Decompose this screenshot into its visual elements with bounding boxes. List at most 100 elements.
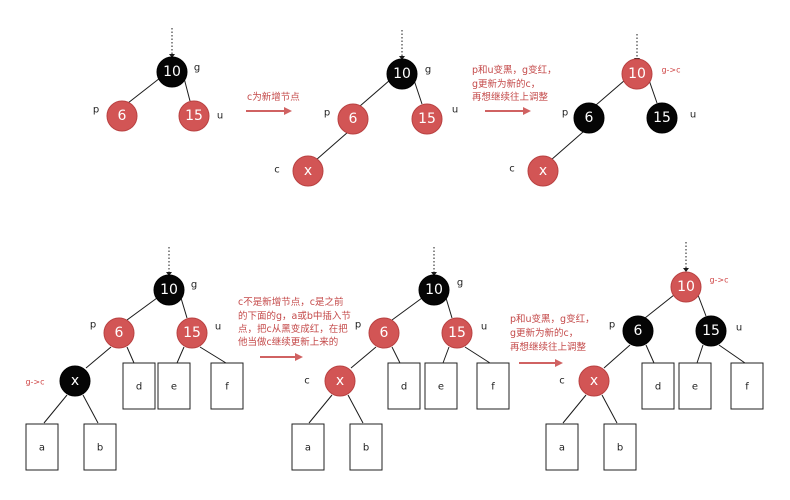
node-u-value: 15 xyxy=(653,110,671,126)
top-note1: c为新增节点 xyxy=(247,91,300,103)
bottom-step1-tree: 10 6 15 x a b d e f g p u g->c xyxy=(25,247,244,471)
subtree-e xyxy=(424,362,458,410)
edge-p-d xyxy=(645,344,655,364)
node-x-value: x xyxy=(336,373,344,389)
label-g-to-c: g->c xyxy=(25,378,44,387)
subtree-e-label: e xyxy=(438,382,444,393)
node-c xyxy=(292,155,324,187)
node-g-value: 10 xyxy=(425,282,443,298)
top-note2-line3: 再想继续往上调整 xyxy=(472,91,549,103)
node-c-value: x xyxy=(304,163,312,179)
subtree-a-label: a xyxy=(559,443,565,454)
dotted-arrowhead xyxy=(431,272,437,276)
edge-u-f xyxy=(199,346,227,364)
node-g xyxy=(153,274,185,306)
node-x xyxy=(324,365,356,397)
edge-g-p xyxy=(595,79,626,106)
node-g xyxy=(386,58,418,90)
subtree-a-label: a xyxy=(305,443,311,454)
edge-x-b xyxy=(82,394,99,424)
subtree-f-label: f xyxy=(491,382,495,393)
subtree-a-label: a xyxy=(39,443,45,454)
label-g-to-c: g->c xyxy=(661,66,680,75)
node-u xyxy=(646,102,678,134)
label-u: u xyxy=(481,322,487,333)
label-g: g xyxy=(191,280,197,291)
bottom-note1-line3: 点，把c从黑变成红，在把 xyxy=(238,323,348,335)
node-p xyxy=(337,103,369,135)
bottom-note2-line3: 再想继续往上调整 xyxy=(510,341,587,353)
node-p xyxy=(368,317,400,349)
label-g-to-c: g->c xyxy=(709,276,728,285)
subtree-a xyxy=(545,423,579,471)
bottom-arrow2-head xyxy=(555,359,563,367)
subtree-d-label: d xyxy=(655,382,661,393)
subtree-f-label: f xyxy=(225,382,229,393)
label-u: u xyxy=(215,322,221,333)
bottom-note2-line2: g更新为新的c， xyxy=(510,327,578,339)
node-p-value: 6 xyxy=(115,325,124,341)
node-p xyxy=(622,315,654,347)
node-c-value: x xyxy=(539,163,547,179)
node-g-value: 10 xyxy=(393,66,411,82)
node-x-value: x xyxy=(71,373,79,389)
edge-u-f xyxy=(718,344,746,364)
edge-p-d xyxy=(391,346,401,364)
edge-x-a xyxy=(308,394,333,424)
subtree-d-label: d xyxy=(401,382,407,393)
subtree-d xyxy=(641,362,675,410)
edge-p-x xyxy=(350,346,377,369)
label-c: c xyxy=(304,376,310,387)
bottom-note2-line1: p和u变黑，g变红， xyxy=(510,313,595,325)
node-x-value: x xyxy=(590,373,598,389)
subtree-b xyxy=(83,423,117,471)
label-p: p xyxy=(355,320,361,331)
edge-x-a xyxy=(562,394,587,424)
node-p-value: 6 xyxy=(349,111,358,127)
edge-u-e xyxy=(442,346,450,364)
subtree-d-label: d xyxy=(136,382,142,393)
top-note2-line2: g更新为新的c， xyxy=(472,78,540,90)
edge-g-p xyxy=(359,79,391,107)
subtree-f xyxy=(730,362,764,410)
node-g xyxy=(156,56,188,88)
dotted-arrowhead xyxy=(399,56,405,60)
edge-u-e xyxy=(176,346,185,364)
edge-g-u xyxy=(413,79,423,105)
node-g-value: 10 xyxy=(160,282,178,298)
label-c: c xyxy=(274,165,280,176)
top-note2-line1: p和u变黑，g变红， xyxy=(472,64,557,76)
node-p xyxy=(106,100,138,132)
node-p xyxy=(103,317,135,349)
subtree-a xyxy=(291,423,325,471)
node-p-value: 6 xyxy=(585,110,594,126)
edge-u-e xyxy=(696,344,704,364)
dotted-arrowhead xyxy=(166,272,172,276)
bottom-step3-tree: 10 6 15 x a b d e f g->c p u c xyxy=(545,242,764,471)
subtree-a xyxy=(25,423,59,471)
node-u-value: 15 xyxy=(702,323,720,339)
edge-x-b xyxy=(347,394,364,424)
label-p: p xyxy=(609,320,615,331)
edge-g-u xyxy=(183,77,191,102)
top-step2-tree: 10 6 15 x g p u c xyxy=(274,30,458,187)
edge-p-x xyxy=(85,346,112,369)
node-u xyxy=(695,315,727,347)
edge-p-x xyxy=(603,344,631,369)
edge-x-a xyxy=(43,394,68,424)
edge-g-p xyxy=(644,294,675,319)
label-g: g xyxy=(194,63,200,74)
label-u: u xyxy=(736,323,742,334)
node-c xyxy=(527,155,559,187)
node-u xyxy=(178,100,210,132)
label-c: c xyxy=(509,164,515,175)
edge-p-c xyxy=(550,131,584,161)
node-u-value: 15 xyxy=(418,111,436,127)
node-x xyxy=(59,365,91,397)
node-g xyxy=(621,58,653,90)
node-u xyxy=(411,103,443,135)
edge-g-u xyxy=(697,294,707,317)
node-u-value: 15 xyxy=(183,325,201,341)
subtree-f xyxy=(476,362,510,410)
